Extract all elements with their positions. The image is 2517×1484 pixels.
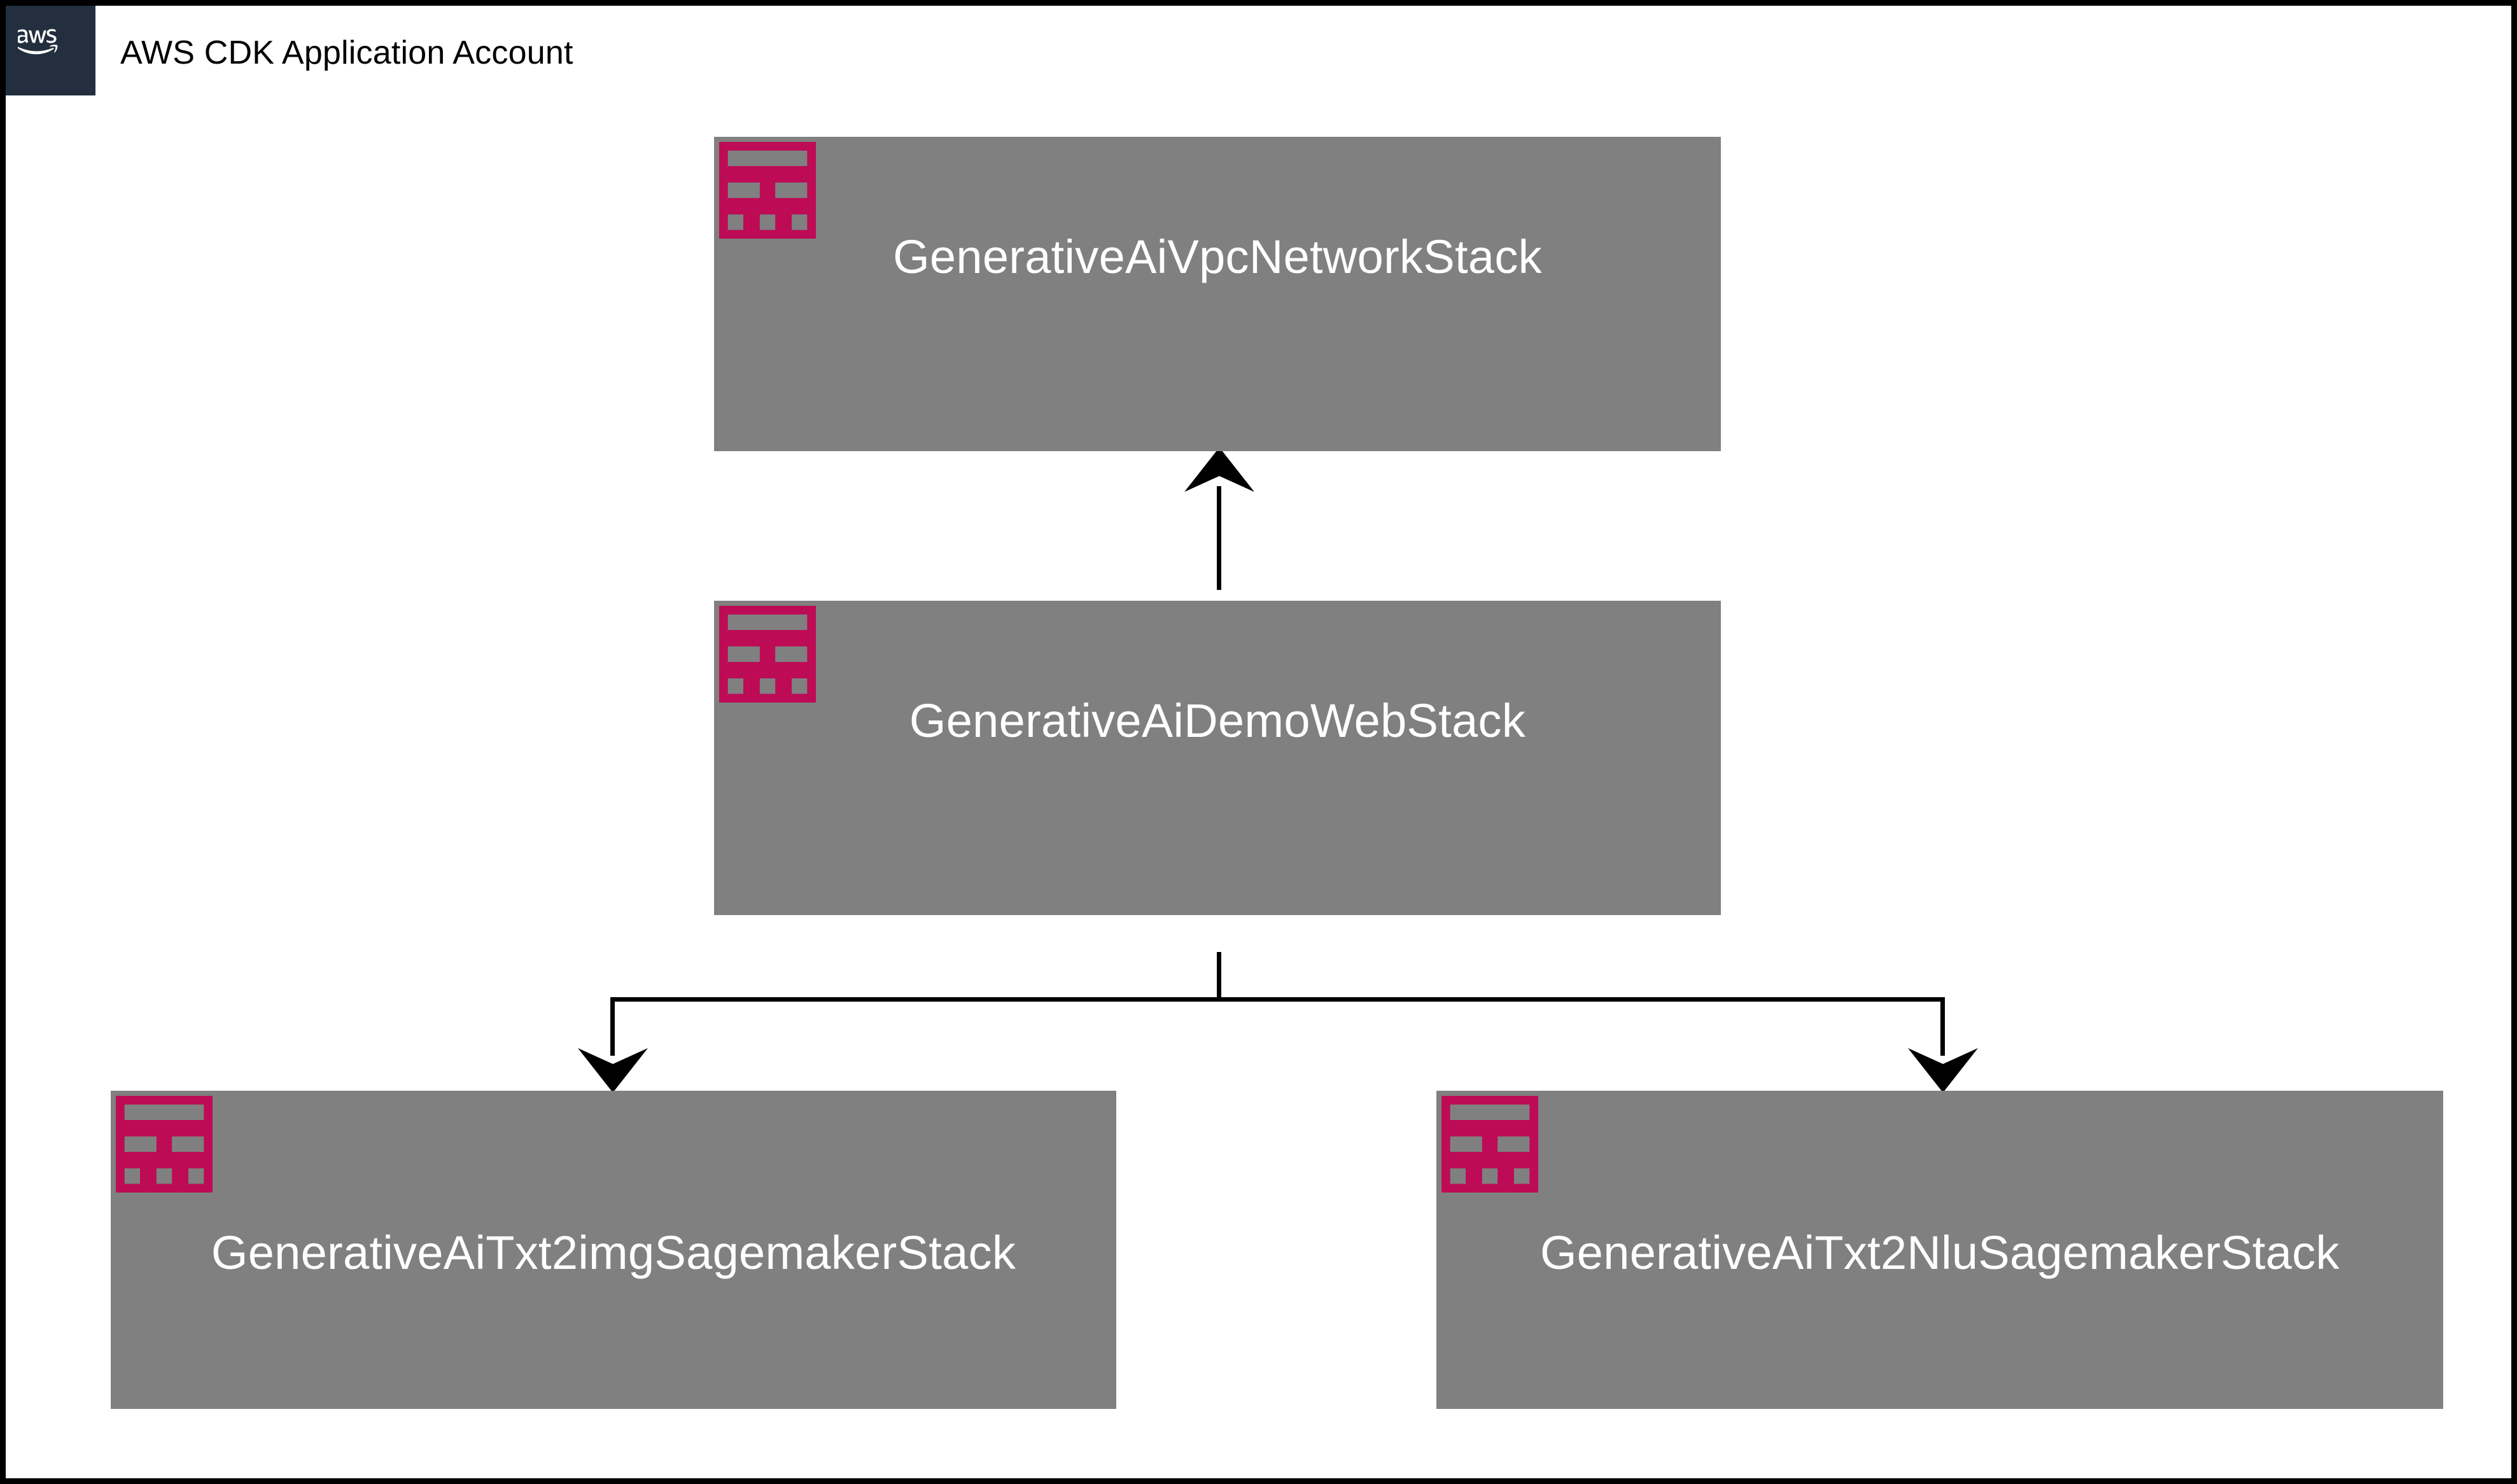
stack-label-txt2nlu-sagemaker: GenerativeAiTxt2NluSagemakerStack <box>1539 1226 2340 1279</box>
stack-box-txt2img-sagemaker[interactable]: GenerativeAiTxt2imgSagemakerStack <box>111 1091 1116 1409</box>
connector-demoweb-to-vpcnetwork-arrowhead <box>1184 447 1254 492</box>
stack-box-demo-web[interactable]: GenerativeAiDemoWebStack <box>714 601 1721 915</box>
stack-label-demo-web: GenerativeAiDemoWebStack <box>909 694 1526 747</box>
stack-label-txt2img-sagemaker: GenerativeAiTxt2imgSagemakerStack <box>211 1226 1016 1279</box>
cloudformation-stack-icon <box>116 1096 213 1193</box>
connector-demoweb-to-vpcnetwork-line <box>1217 486 1221 590</box>
connector-demoweb-to-txt2nlu-line <box>1940 997 1945 1056</box>
connector-demoweb-fork-stem <box>1217 952 1221 1002</box>
stack-box-txt2nlu-sagemaker[interactable]: GenerativeAiTxt2NluSagemakerStack <box>1436 1091 2443 1409</box>
cloudformation-stack-icon <box>719 142 816 239</box>
stack-label-vpc-network: GenerativeAiVpcNetworkStack <box>893 230 1542 283</box>
cloudformation-stack-icon <box>719 606 816 703</box>
cloudformation-stack-icon <box>1441 1096 1538 1193</box>
connector-demoweb-fork-crossbar <box>610 997 1945 1002</box>
page-title: AWS CDK Application Account <box>120 34 573 71</box>
stack-box-vpc-network[interactable]: GenerativeAiVpcNetworkStack <box>714 137 1721 451</box>
connector-demoweb-to-txt2nlu-arrowhead <box>1908 1048 1978 1093</box>
aws-logo-icon <box>6 6 95 95</box>
connector-demoweb-to-txt2img-arrowhead <box>578 1048 648 1093</box>
connector-demoweb-to-txt2img-line <box>610 997 615 1056</box>
